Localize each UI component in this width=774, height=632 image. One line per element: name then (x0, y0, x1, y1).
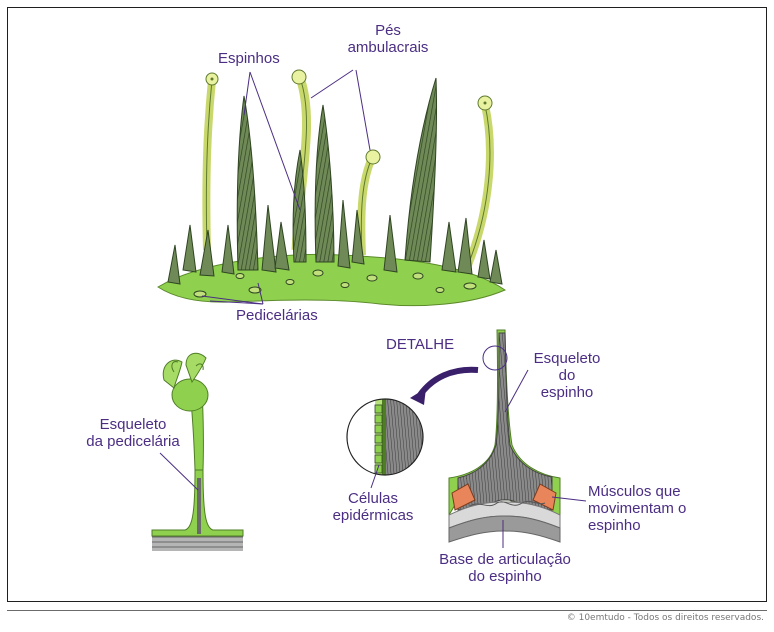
label-celulas-epidermicas: Células epidérmicas (318, 490, 428, 524)
label-esqueleto-espinho: Esqueleto do espinho (522, 350, 612, 401)
label-pes-line1: Pés (333, 22, 443, 39)
label-pedicelarias: Pedicelárias (236, 307, 318, 324)
label-esq-espinho-line1: Esqueleto (522, 350, 612, 367)
label-base-line2: do espinho (425, 568, 585, 585)
label-espinhos: Espinhos (218, 50, 280, 67)
label-musculos: Músculos que movimentam o espinho (588, 483, 686, 534)
label-base-articulacao: Base de articulação do espinho (425, 551, 585, 585)
urchin-surface-illustration (158, 70, 505, 306)
pedicellaria-illustration (152, 353, 243, 551)
label-pes-ambulacrais: Pés ambulacrais (333, 22, 443, 56)
label-pes-line2: ambulacrais (333, 39, 443, 56)
label-base-line1: Base de articulação (425, 551, 585, 568)
label-detalhe: DETALHE (386, 336, 454, 353)
label-esq-ped-line1: Esqueleto (68, 416, 198, 433)
label-celulas-line1: Células (318, 490, 428, 507)
label-musculos-line2: movimentam o (588, 500, 686, 517)
label-musculos-line1: Músculos que (588, 483, 686, 500)
footer-divider (7, 610, 767, 611)
label-esq-espinho-line3: espinho (522, 384, 612, 401)
label-esq-espinho-line2: do (522, 367, 612, 384)
label-esq-ped-line2: da pedicelária (68, 433, 198, 450)
label-musculos-line3: espinho (588, 517, 686, 534)
copyright-notice: © 10emtudo - Todos os direitos reservado… (567, 613, 764, 623)
label-esqueleto-pedicelaria: Esqueleto da pedicelária (68, 416, 198, 450)
label-celulas-line2: epidérmicas (318, 507, 428, 524)
